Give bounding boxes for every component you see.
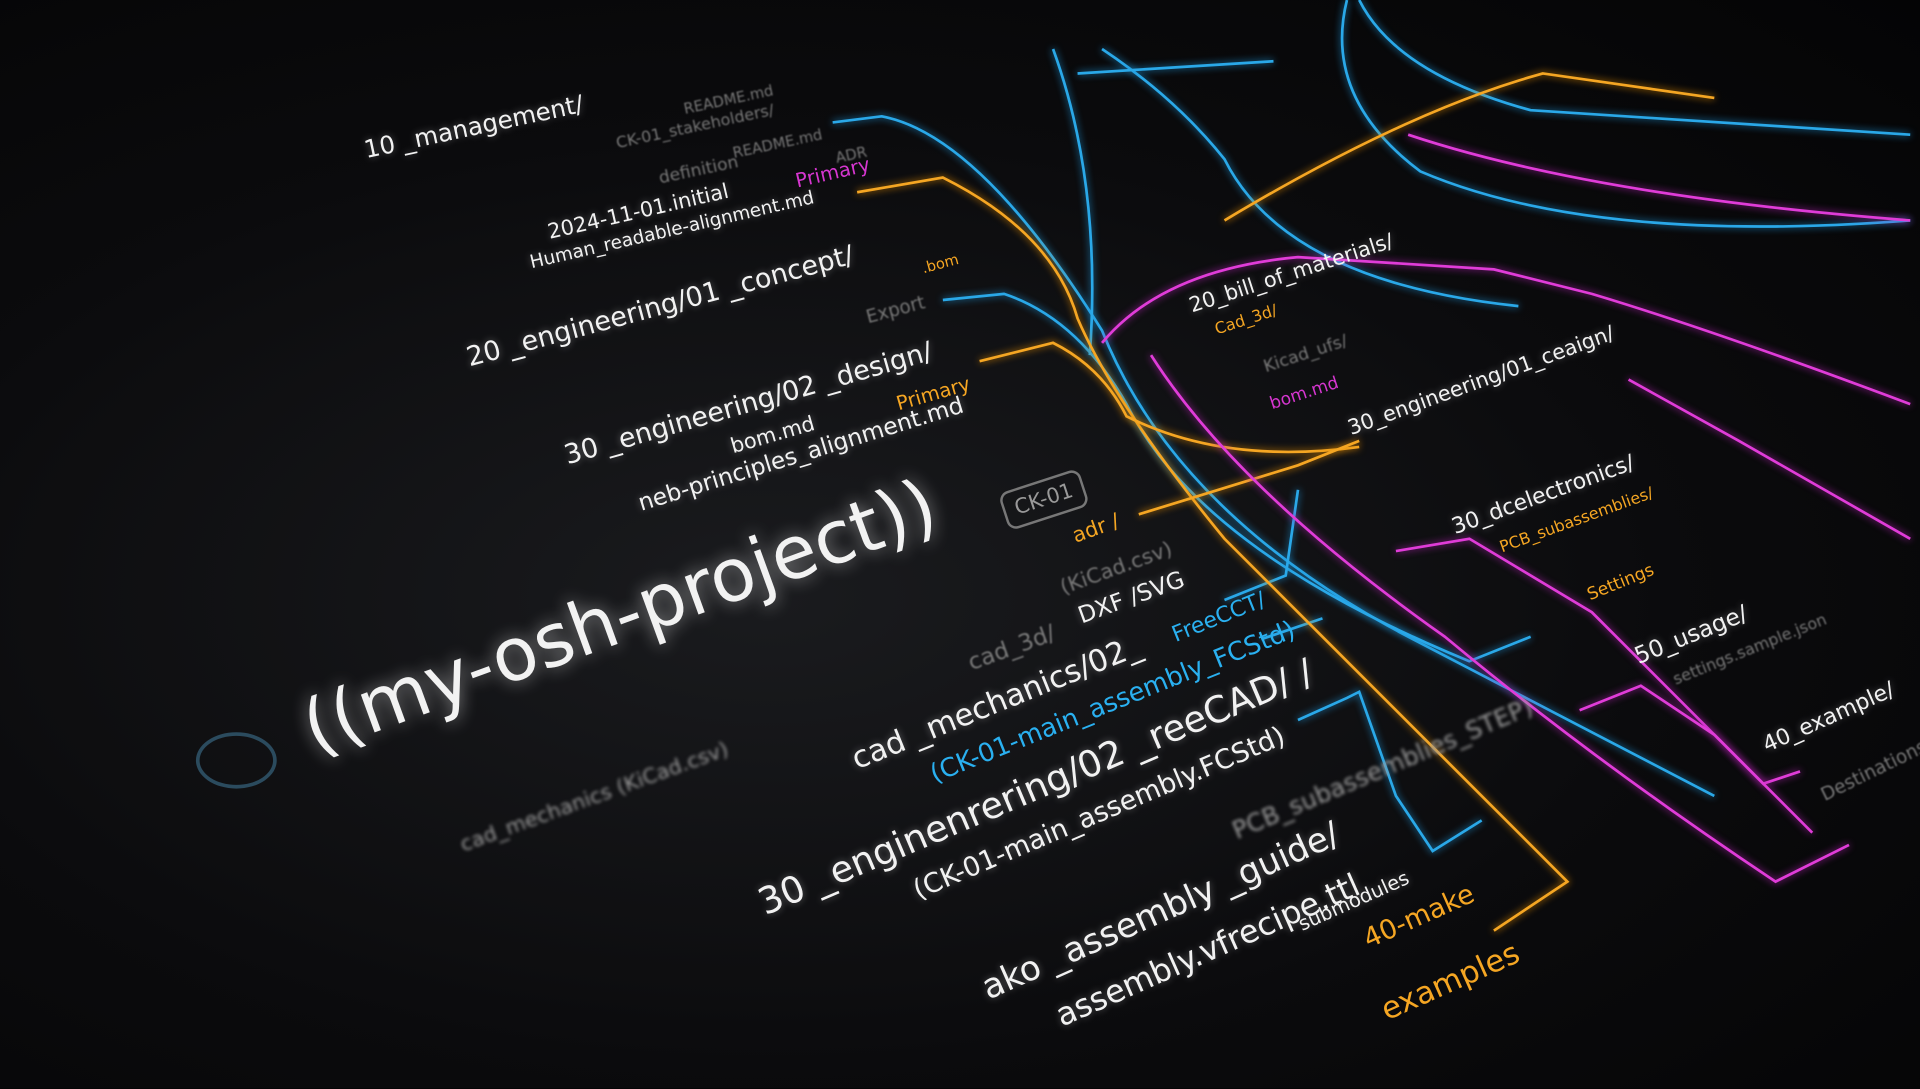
link-blue	[832, 114, 1715, 798]
link-blue	[1077, 0, 1911, 137]
link-blue	[1260, 617, 1323, 641]
link-magenta	[1407, 133, 1911, 834]
link-orange	[1223, 72, 1715, 222]
link-orange	[1138, 439, 1360, 516]
link-magenta	[1149, 354, 1850, 884]
link-blue	[1223, 489, 1300, 602]
link-magenta	[1395, 378, 1911, 786]
link-orange	[856, 176, 1570, 932]
link-blue	[1051, 0, 1911, 356]
link-blue	[1297, 689, 1483, 853]
link-orange	[979, 341, 1360, 454]
logo-icon	[195, 732, 277, 789]
link-magenta	[1101, 255, 1911, 406]
